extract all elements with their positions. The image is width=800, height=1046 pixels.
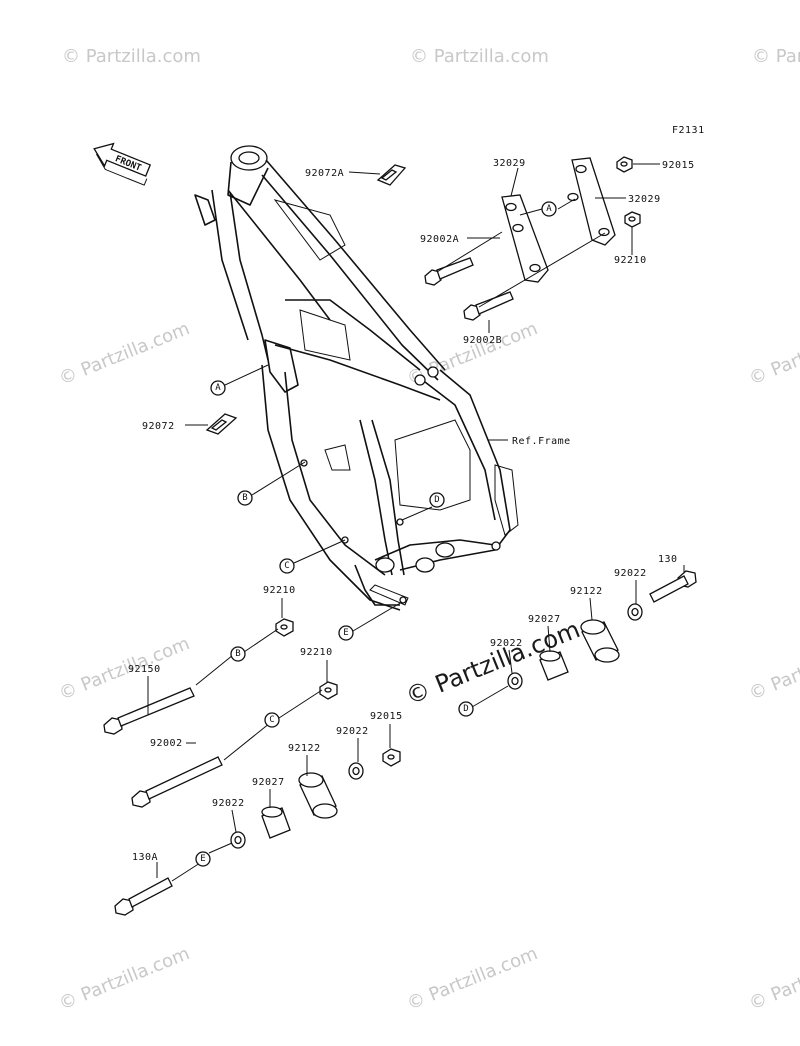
watermark: © Partzilla.com (746, 318, 800, 390)
part-label-92210-b: 92210 (300, 647, 333, 658)
watermark: © Partzilla.com (746, 633, 800, 705)
part-label-130A: 130A (132, 852, 158, 863)
part-label-92015-b: 92015 (370, 711, 403, 722)
callout-letter: E (343, 628, 348, 638)
callout-e-bolt: E (195, 851, 211, 867)
part-label-92027-b: 92027 (528, 614, 561, 625)
washer-92022-a (348, 762, 364, 780)
engine-bracket-32029-left (501, 194, 549, 283)
callout-letter: D (434, 495, 439, 505)
washer-92022-c (627, 603, 643, 621)
watermark: © Partzilla.com (752, 46, 800, 67)
nut-92015-top (616, 156, 633, 173)
part-label-92022-a: 92022 (336, 726, 369, 737)
callout-letter: C (284, 561, 289, 571)
callout-b-bolt: B (230, 646, 246, 662)
nut-92210-a (275, 618, 294, 637)
part-label-92002A: 92002A (420, 234, 459, 245)
watermark: © Partzilla.com (56, 633, 193, 705)
part-label-92122-b: 92122 (570, 586, 603, 597)
bolt-92002B (463, 291, 514, 321)
callout-d-frame: D (429, 492, 445, 508)
callout-e-frame: E (338, 625, 354, 641)
part-label-32029-right: 32029 (628, 194, 661, 205)
part-label-92072: 92072 (142, 421, 175, 432)
callout-c-bolt: C (264, 712, 280, 728)
callout-letter: E (200, 854, 205, 864)
callout-letter: A (215, 383, 221, 393)
part-label-92022-d: 92022 (490, 638, 523, 649)
part-label-92002: 92002 (150, 738, 183, 749)
bushing-92122-b (580, 619, 620, 663)
callout-b-frame: B (237, 490, 253, 506)
nut-92015-b (382, 748, 401, 767)
callout-a-top: A (541, 201, 557, 217)
part-label-92122-a: 92122 (288, 743, 321, 754)
part-label-92210-a: 92210 (263, 585, 296, 596)
nut-92210-top (624, 211, 641, 228)
bolt-92002A (424, 257, 474, 286)
part-label-92002B: 92002B (463, 335, 502, 346)
front-arrow-icon: FRONT (93, 142, 152, 186)
bolt-130 (649, 570, 697, 603)
bushing-92122-a (298, 772, 338, 819)
part-label-92150: 92150 (128, 664, 161, 675)
part-label-92072A: 92072A (305, 168, 344, 179)
callout-letter: B (235, 649, 240, 659)
part-label-92022-c: 92022 (614, 568, 647, 579)
clamp-92072A (376, 164, 407, 186)
watermark: © Partzilla.com (404, 943, 541, 1015)
nut-92210-b (319, 681, 338, 700)
part-label-92210-top: 92210 (614, 255, 647, 266)
figure-code: F2131 (672, 125, 705, 136)
watermark: © Partzilla.com (746, 943, 800, 1015)
part-label-92015-top: 92015 (662, 160, 695, 171)
callout-a-frame: A (210, 380, 226, 396)
watermark: © Partzilla.com (62, 46, 201, 67)
bolt-92150 (103, 687, 195, 735)
callout-letter: A (546, 204, 552, 214)
part-label-32029-top: 32029 (493, 158, 526, 169)
frame-drawing (194, 145, 519, 611)
watermark: © Partzilla.com (56, 943, 193, 1015)
washer-92022-d (507, 672, 523, 690)
part-label-130: 130 (658, 554, 678, 565)
watermarks: © Partzilla.com © Partzilla.com © Partzi… (56, 46, 800, 1015)
callout-letter: B (242, 493, 247, 503)
callout-letter: C (269, 715, 274, 725)
callout-c-frame: C (279, 558, 295, 574)
part-label-92022-b: 92022 (212, 798, 245, 809)
clamp-92072 (205, 413, 238, 435)
collar-92027-b (539, 650, 569, 681)
bolt-130A (114, 877, 173, 916)
engine-bracket-32029-right (567, 157, 616, 246)
bolt-92002 (131, 756, 223, 808)
washer-92022-b (230, 831, 246, 849)
ref-frame-label: Ref.Frame (512, 436, 571, 447)
part-label-92027-a: 92027 (252, 777, 285, 788)
watermark: © Partzilla.com (56, 318, 193, 390)
collar-92027-a (261, 806, 291, 839)
callout-letter: D (463, 704, 468, 714)
callout-d-bolt: D (458, 701, 474, 717)
part-labels: 92072A 32029 92015 32029 92002A 92210 92… (128, 158, 695, 863)
leader-lines (147, 163, 685, 882)
watermark: © Partzilla.com (410, 46, 549, 67)
